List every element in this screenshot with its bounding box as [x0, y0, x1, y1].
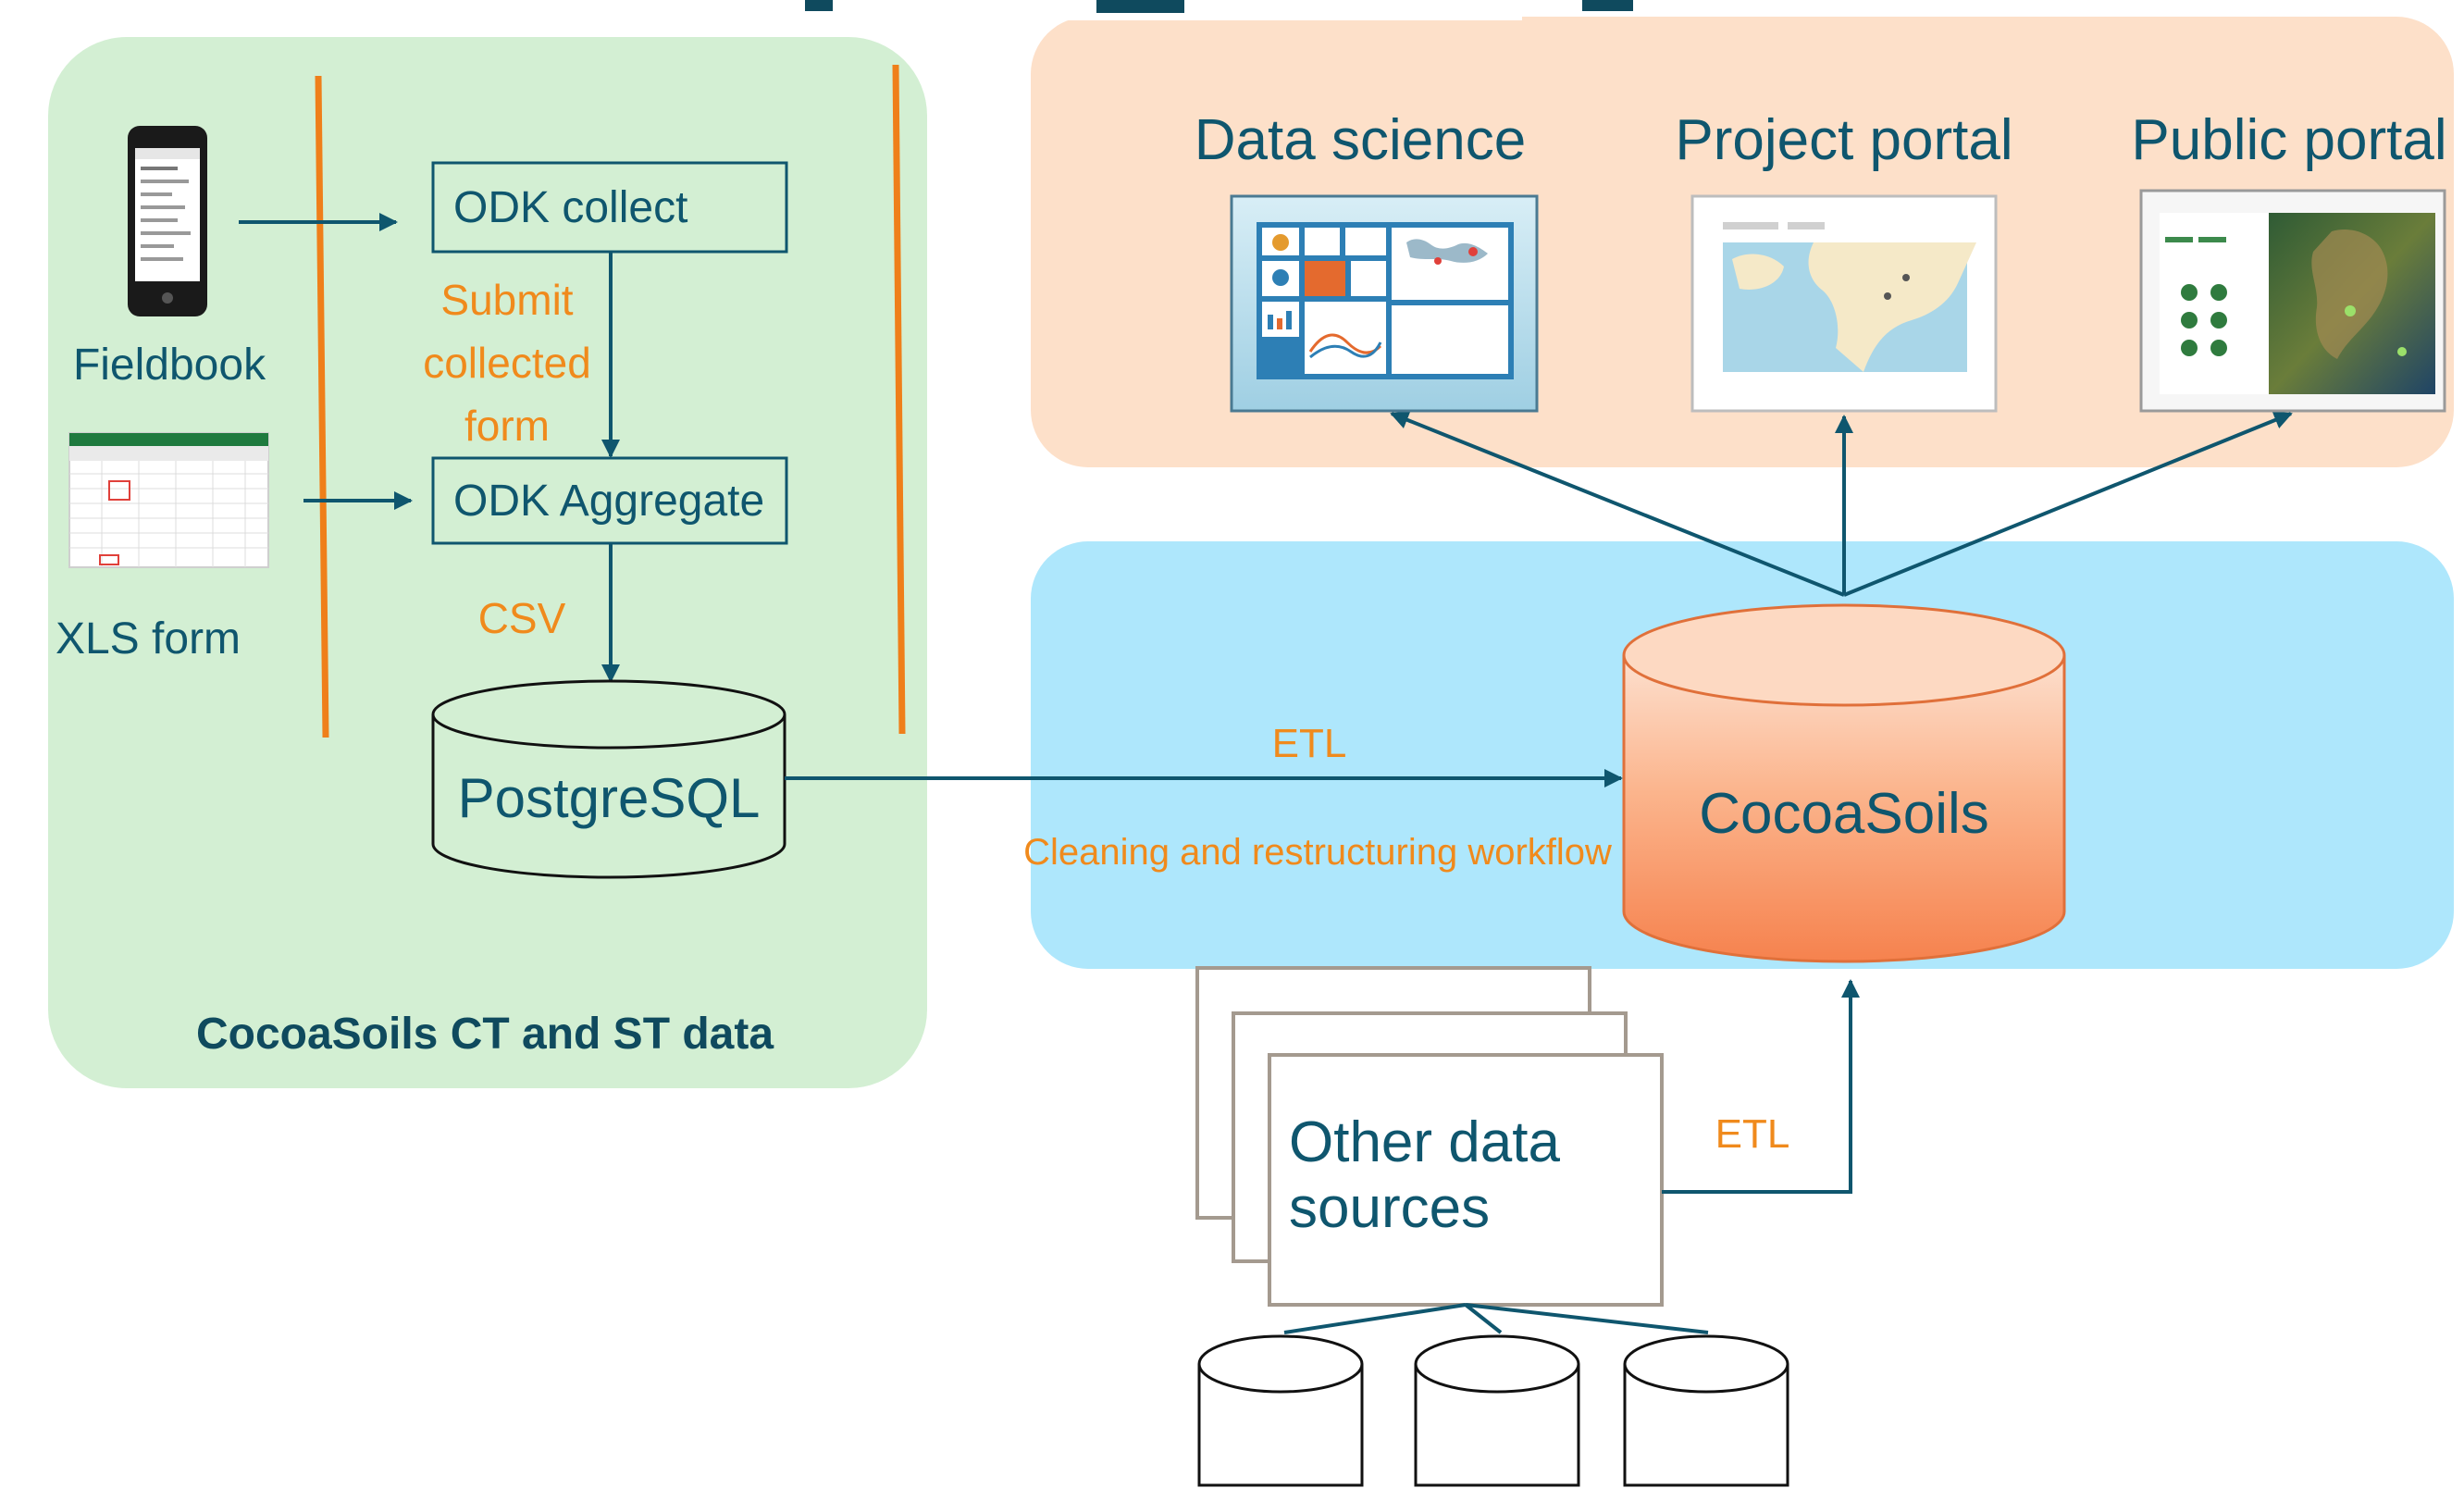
source-database-icon-1 [1197, 1334, 1364, 1487]
postgres-database-icon [431, 679, 786, 879]
cleaning-workflow-label: Cleaning and restructuring workflow [1023, 832, 1612, 873]
arrow-to-public-portal [1843, 411, 2293, 597]
other-sources-label-1: Other data [1289, 1110, 1560, 1174]
project-portal-label: Project portal [1675, 108, 2012, 172]
public-portal-label: Public portal [2131, 108, 2446, 172]
source-database-icon-2 [1414, 1334, 1580, 1487]
odk-aggregate-label: ODK Aggregate [453, 477, 764, 526]
submit-label-1: Submit [440, 276, 573, 324]
submit-label-2: collected [423, 339, 591, 387]
postgres-label: PostgreSQL [458, 767, 761, 829]
project-portal-map-thumbnail [1690, 194, 1998, 413]
left-panel-caption: CocoaSoils CT and ST data [196, 1010, 774, 1059]
cocoasoils-label: CocoaSoils [1699, 782, 1989, 846]
data-science-label: Data science [1195, 108, 1526, 172]
fieldbook-label: Fieldbook [73, 341, 266, 390]
public-portal-thumbnail [2139, 189, 2446, 413]
etl-label-sources: ETL [1715, 1111, 1790, 1157]
xls-form-label: XLS form [56, 614, 241, 663]
dashboard-thumbnail [1230, 194, 1539, 413]
divider-right [892, 64, 906, 735]
odk-collect-label: ODK collect [453, 183, 687, 232]
other-sources-label-2: sources [1289, 1176, 1490, 1240]
source-database-icon-3 [1623, 1334, 1789, 1487]
arrow-sources-to-cocoasoils [1662, 979, 1860, 1194]
submit-label-3: form [464, 402, 550, 450]
cocoasoils-database-icon [1622, 603, 2066, 963]
csv-label: CSV [478, 594, 566, 642]
arrow-to-data-science [1390, 411, 1845, 597]
spreadsheet-icon [68, 432, 269, 568]
phone-icon [128, 126, 207, 316]
etl-label-main: ETL [1272, 721, 1347, 766]
divider-left [315, 75, 329, 738]
source-connector-lines [1283, 1303, 1709, 1334]
